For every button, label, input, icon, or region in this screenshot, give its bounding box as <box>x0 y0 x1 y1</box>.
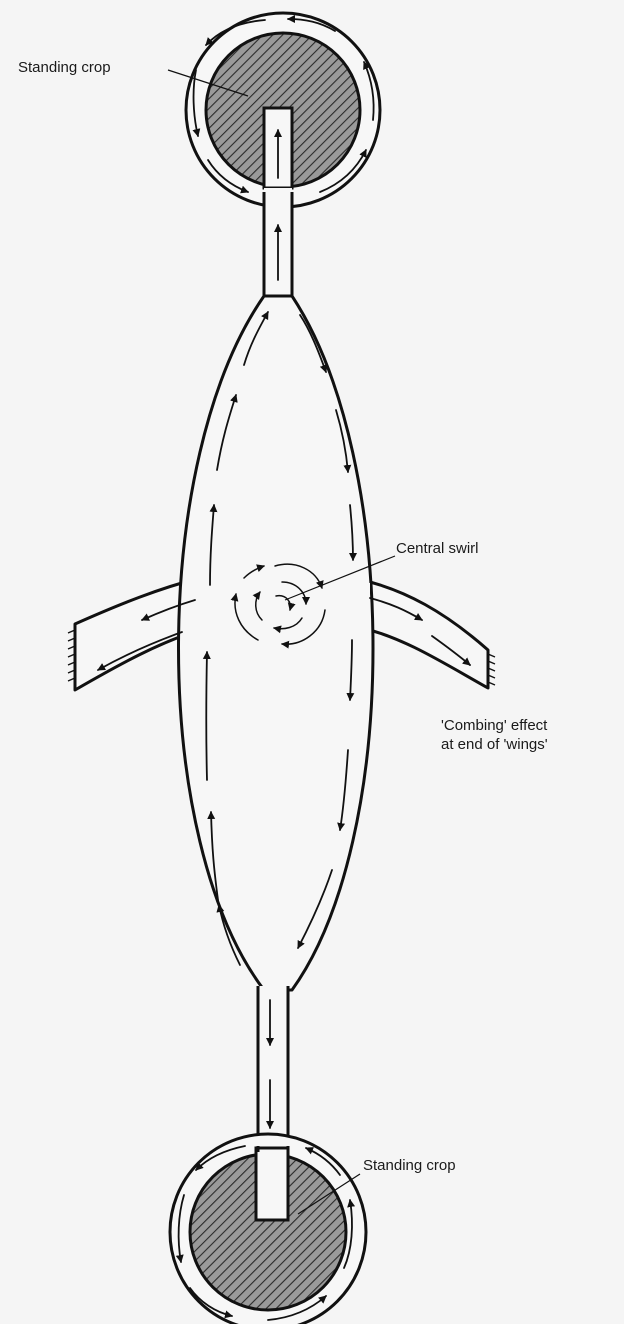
bottom-crop-notch <box>256 1148 288 1220</box>
top-standing-crop-circle <box>186 13 380 207</box>
label-combing-effect-line1: 'Combing' effect <box>441 717 548 734</box>
central-lens-body <box>179 296 374 990</box>
label-standing-crop-top: Standing crop <box>18 59 111 76</box>
bottom-neck-path <box>258 986 288 1150</box>
label-standing-crop-bottom: Standing crop <box>363 1157 456 1174</box>
right-wing <box>362 580 488 688</box>
flow-arrow <box>206 652 207 780</box>
bottom-standing-crop-circle <box>170 1134 366 1324</box>
label-combing-effect-line2: at end of 'wings' <box>441 736 548 753</box>
label-central-swirl: Central swirl <box>396 540 479 557</box>
